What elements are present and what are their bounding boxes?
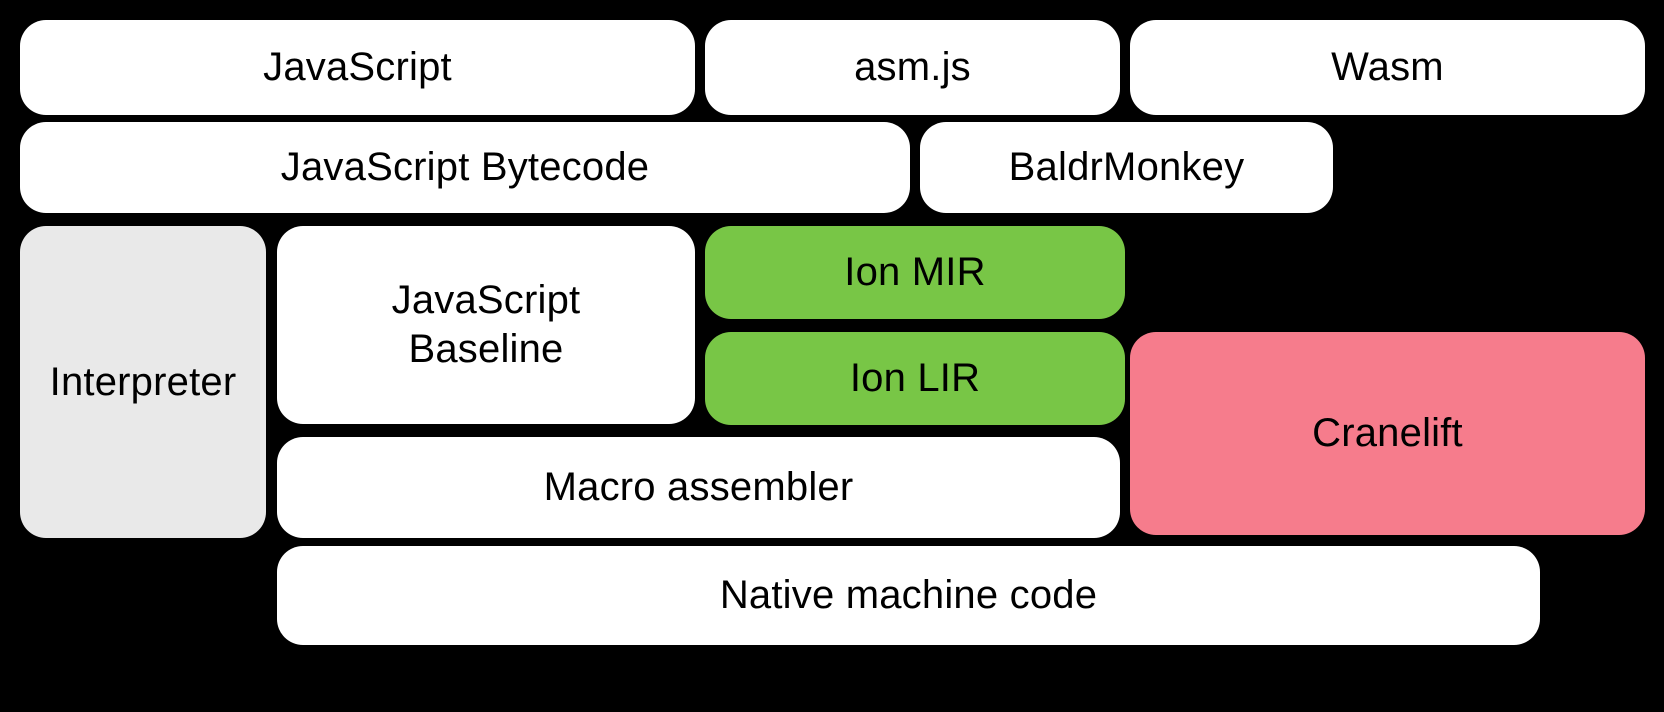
- node-baldrmonkey[interactable]: BaldrMonkey: [920, 122, 1333, 213]
- node-cranelift[interactable]: Cranelift: [1130, 332, 1645, 535]
- node-ion-mir[interactable]: Ion MIR: [705, 226, 1125, 319]
- node-native-machine-code[interactable]: Native machine code: [277, 546, 1540, 645]
- node-javascript-baseline[interactable]: JavaScript Baseline: [277, 226, 695, 424]
- node-asm-js[interactable]: asm.js: [705, 20, 1120, 115]
- node-javascript[interactable]: JavaScript: [20, 20, 695, 115]
- node-macro-assembler[interactable]: Macro assembler: [277, 437, 1120, 538]
- node-javascript-bytecode[interactable]: JavaScript Bytecode: [20, 122, 910, 213]
- node-ion-lir[interactable]: Ion LIR: [705, 332, 1125, 425]
- node-wasm[interactable]: Wasm: [1130, 20, 1645, 115]
- node-interpreter[interactable]: Interpreter: [20, 226, 266, 538]
